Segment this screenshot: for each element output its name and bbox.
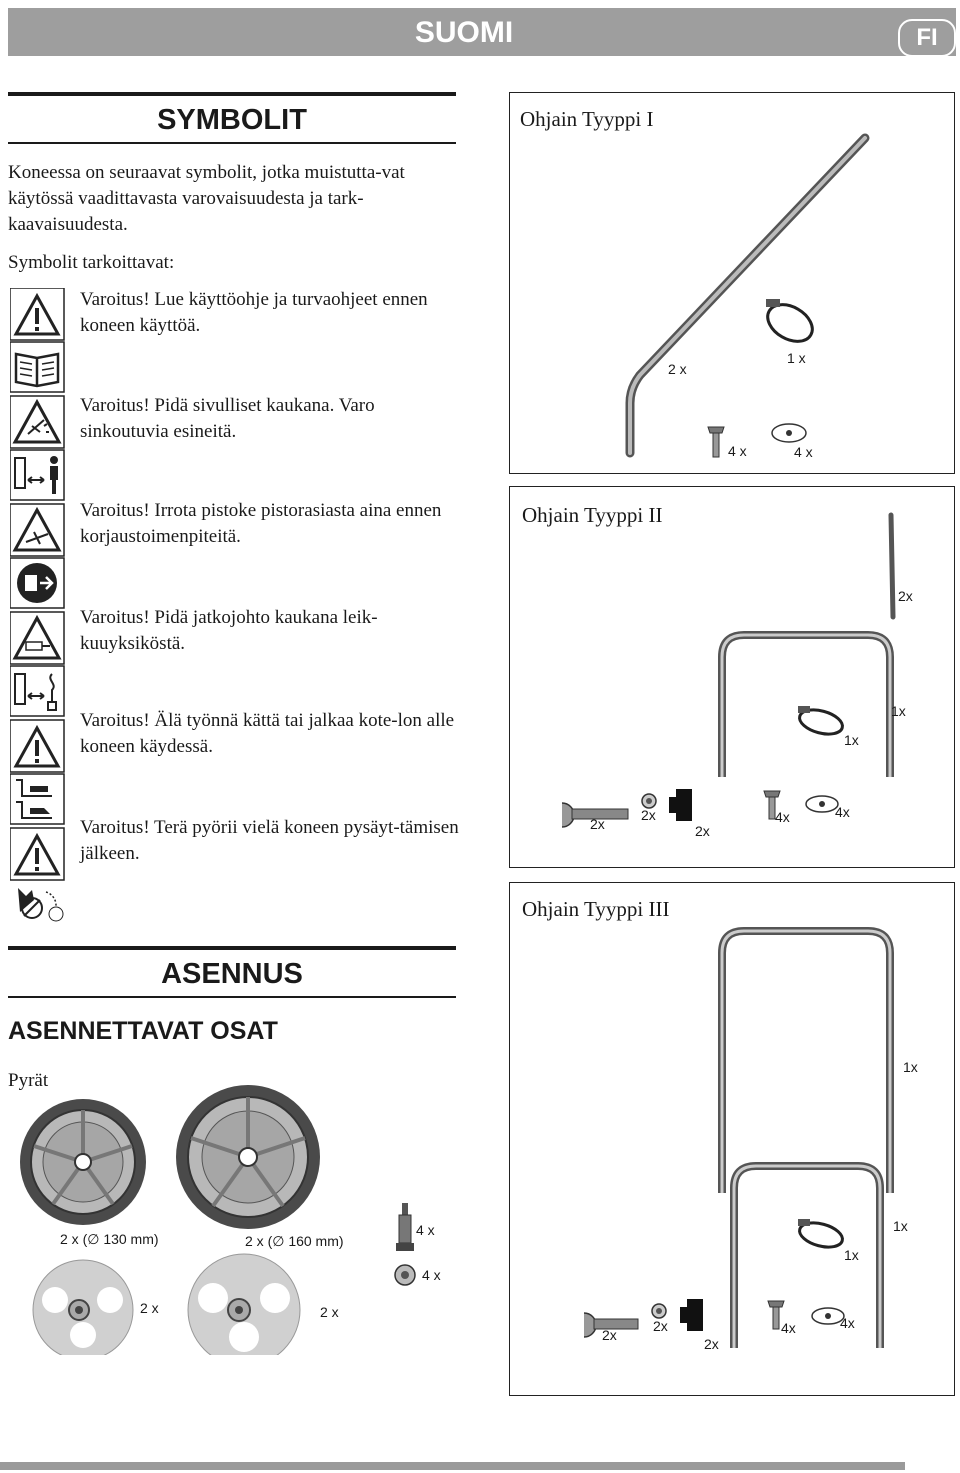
washer-qty: 4 x bbox=[422, 1267, 441, 1283]
washer-image bbox=[651, 1303, 667, 1319]
screw-image bbox=[767, 1300, 785, 1330]
unplug-icon bbox=[9, 557, 65, 609]
assembly-rule-top bbox=[8, 946, 456, 950]
section-rule-top bbox=[8, 92, 456, 96]
upper-handle-qty: 1x bbox=[903, 1059, 918, 1075]
screw-image bbox=[763, 790, 781, 820]
warning-triangle-icon bbox=[9, 719, 65, 773]
clip-qty: 1x bbox=[844, 732, 859, 748]
warning-blade-rotates: Varoitus! Terä pyörii vielä koneen pysäy… bbox=[80, 817, 459, 864]
large-hub-qty: 2 x bbox=[320, 1304, 339, 1320]
screw-qty: 4x bbox=[781, 1320, 796, 1336]
page-header: SUOMI FI bbox=[8, 8, 956, 57]
knob-image bbox=[669, 789, 692, 821]
carriage-bolt-image bbox=[561, 802, 629, 828]
washer-image bbox=[771, 423, 807, 443]
handle-type-1-panel: Ohjain Tyyppi I 2 x 1 x 4 x 4 x bbox=[509, 92, 955, 474]
warning-cord: Varoitus! Pidä jatkojohto kaukana leik-k… bbox=[80, 607, 378, 654]
large-hub-cap-image bbox=[187, 1253, 301, 1367]
washer-qty: 4 x bbox=[794, 444, 813, 460]
cable-clip-image bbox=[766, 299, 814, 343]
knob-qty: 2x bbox=[704, 1336, 719, 1352]
washer-image bbox=[641, 793, 657, 809]
assembly-rule-bottom bbox=[8, 996, 456, 998]
symbols-intro: Koneessa on seuraavat symbolit, jotka mu… bbox=[8, 162, 405, 235]
panel-title: Ohjain Tyyppi II bbox=[522, 503, 663, 527]
washer2-qty: 4x bbox=[835, 804, 850, 820]
panel-title: Ohjain Tyyppi III bbox=[522, 897, 670, 921]
wheels-label: Pyrät bbox=[8, 1070, 49, 1091]
manual-book-icon bbox=[9, 341, 65, 393]
warning-unplug: Varoitus! Irrota pistoke pistorasiasta a… bbox=[80, 500, 442, 547]
small-hub-cap-image bbox=[32, 1259, 134, 1361]
symbols-meaning-label: Symbolit tarkoittavat: bbox=[8, 252, 175, 273]
bolt-qty: 2x bbox=[602, 1327, 617, 1343]
upper-handle-image bbox=[718, 927, 894, 1193]
parts-subtitle: ASENNETTAVAT OSAT bbox=[8, 1017, 278, 1045]
large-wheel-image bbox=[176, 1085, 320, 1229]
assembly-title: ASENNUS bbox=[161, 958, 303, 990]
handle-qty: 1x bbox=[891, 703, 906, 719]
warning-bystanders: Varoitus! Pidä sivulliset kaukana. Varo … bbox=[80, 395, 375, 442]
warning-read-manual: Varoitus! Lue käyttöohje ja turvaohjeet … bbox=[80, 289, 428, 336]
language-badge: FI bbox=[898, 19, 956, 57]
cord-distance-icon bbox=[9, 665, 65, 717]
washer-image bbox=[805, 795, 839, 813]
panel-title: Ohjain Tyyppi I bbox=[520, 107, 654, 131]
footer-bar bbox=[0, 1462, 905, 1470]
wheels-figure bbox=[20, 1085, 470, 1367]
knob-image bbox=[680, 1299, 703, 1331]
handle-qty: 2 x bbox=[668, 361, 687, 377]
washer2-qty: 4x bbox=[840, 1315, 855, 1331]
screw-qty: 4 x bbox=[728, 443, 747, 459]
washer-qty: 2x bbox=[641, 807, 656, 823]
large-wheel-label: 2 x (∅ 160 mm) bbox=[245, 1233, 344, 1249]
warning-triangle-icon bbox=[9, 827, 65, 881]
cutting-blade-warning-icon bbox=[9, 503, 65, 557]
bolt-qty: 2x bbox=[590, 816, 605, 832]
clip-qty: 1 x bbox=[787, 350, 806, 366]
thrown-objects-icon bbox=[9, 395, 65, 449]
symbols-title: SYMBOLIT bbox=[157, 104, 307, 136]
clip-qty: 1x bbox=[844, 1247, 859, 1263]
cable-clip-image bbox=[798, 706, 844, 736]
screw-image bbox=[707, 426, 725, 458]
cord-warning-icon bbox=[9, 611, 65, 665]
symbol-column bbox=[9, 287, 65, 913]
small-wheel-image bbox=[20, 1099, 146, 1225]
bar-qty: 2x bbox=[898, 588, 913, 604]
washer-image bbox=[394, 1264, 416, 1286]
carriage-bolt-image bbox=[583, 1312, 639, 1338]
small-hub-qty: 2 x bbox=[140, 1300, 159, 1316]
lower-handle-qty: 1x bbox=[893, 1218, 908, 1234]
washer-qty: 2x bbox=[653, 1318, 668, 1334]
washer-image bbox=[811, 1307, 845, 1325]
upright-bar-image bbox=[888, 512, 896, 620]
hand-foot-icon bbox=[9, 773, 65, 825]
axle-qty: 4 x bbox=[416, 1222, 435, 1238]
screw-qty: 4x bbox=[775, 809, 790, 825]
warning-hands-feet: Varoitus! Älä työnnä kättä tai jalkaa ko… bbox=[80, 710, 455, 757]
no-hands-stop-icon bbox=[10, 882, 65, 927]
keep-distance-icon bbox=[9, 449, 65, 501]
handle-type-3-panel: Ohjain Tyyppi III bbox=[509, 882, 955, 1396]
axle-bolt-image bbox=[396, 1203, 414, 1251]
warning-triangle-icon bbox=[9, 287, 65, 341]
small-wheel-label: 2 x (∅ 130 mm) bbox=[60, 1231, 159, 1247]
cable-clip-image bbox=[798, 1219, 844, 1249]
handle-bar-image bbox=[625, 133, 870, 458]
section-rule-bottom bbox=[8, 142, 456, 144]
handle-type-2-panel: Ohjain Tyyppi II bbox=[509, 486, 955, 868]
u-handle-image bbox=[718, 631, 894, 777]
page-title: SUOMI bbox=[414, 16, 514, 49]
knob-qty: 2x bbox=[695, 823, 710, 839]
lower-handle-image bbox=[730, 1162, 884, 1348]
